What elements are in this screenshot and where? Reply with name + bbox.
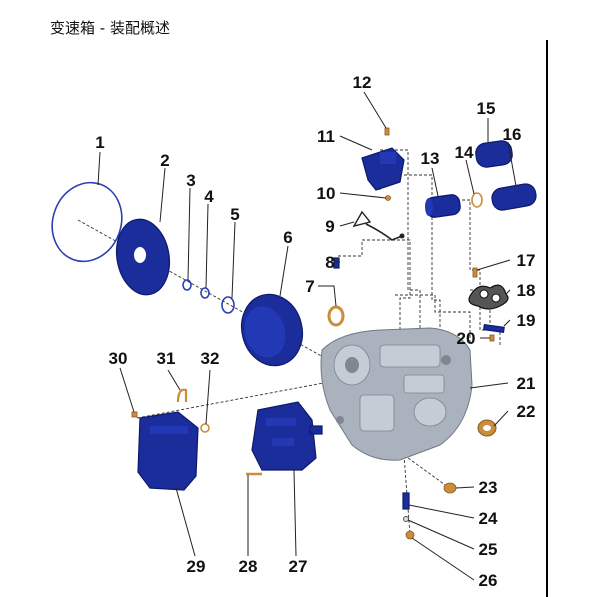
part-11-control-unit [361,147,405,191]
leader-lines [97,91,517,581]
part-13-solenoid [425,194,461,218]
callout-5: 5 [230,205,239,224]
part-16-cylinder [491,183,537,211]
part-14-oring [471,192,483,208]
callout-9: 9 [325,217,334,236]
right-divider [546,40,548,597]
callout-29: 29 [187,557,206,576]
callout-2: 2 [160,151,169,170]
callout-18: 18 [517,281,536,300]
callout-20: 20 [457,329,476,348]
callout-4: 4 [204,187,214,206]
callout-27: 27 [289,557,308,576]
callout-6: 6 [283,228,292,247]
part-29-cover [137,411,199,491]
callout-labels: 1 2 3 4 5 6 7 8 9 10 11 12 13 14 15 16 1… [95,73,535,590]
part-20-screw [489,334,495,342]
part-7-seal [327,305,345,327]
part-18-harness [468,284,509,310]
callout-25: 25 [479,540,498,559]
part-17-bolt [472,267,478,278]
part-22-seal-ring [477,419,497,437]
part-8-bolt [333,257,340,269]
callout-31: 31 [157,349,176,368]
callout-7: 7 [305,277,314,296]
callout-24: 24 [479,509,498,528]
callout-32: 32 [201,349,220,368]
part-31-hook [176,388,188,403]
part-32-ring [200,423,210,433]
callout-22: 22 [517,402,536,421]
part-5-circlip [221,296,235,314]
part-23-plug [443,482,457,494]
callout-12: 12 [353,73,372,92]
part-12-screw [384,127,390,136]
callout-14: 14 [455,143,474,162]
callout-11: 11 [317,127,335,146]
part-2-disc [115,218,171,296]
part-9-sensor [352,210,405,241]
callout-23: 23 [479,478,498,497]
part-26-nut [405,530,415,540]
callout-21: 21 [517,374,536,393]
part-24-rod [402,492,410,510]
callout-3: 3 [186,171,195,190]
callout-10: 10 [317,184,336,203]
page-title: 变速箱 - 装配概述 [50,19,170,37]
part-27-hydraulic-unit [251,401,323,471]
callout-19: 19 [517,311,536,330]
part-19-bracket [483,323,505,334]
part-6-drum [240,293,304,367]
part-1-oring [51,181,123,263]
part-30-screw [131,411,138,418]
part-10-pin [385,195,391,201]
callout-1: 1 [95,133,104,152]
callout-17: 17 [517,251,536,270]
callout-13: 13 [421,149,440,168]
part-15-filter [475,140,513,168]
callout-16: 16 [503,125,522,144]
part-21-transmission-housing [320,327,473,461]
callout-8: 8 [325,253,334,272]
part-3-washer [182,279,192,291]
callout-15: 15 [477,99,496,118]
callout-28: 28 [239,557,258,576]
part-4-washer [200,287,210,299]
part-25-washer [403,516,409,522]
callout-30: 30 [109,349,128,368]
callout-26: 26 [479,571,498,590]
